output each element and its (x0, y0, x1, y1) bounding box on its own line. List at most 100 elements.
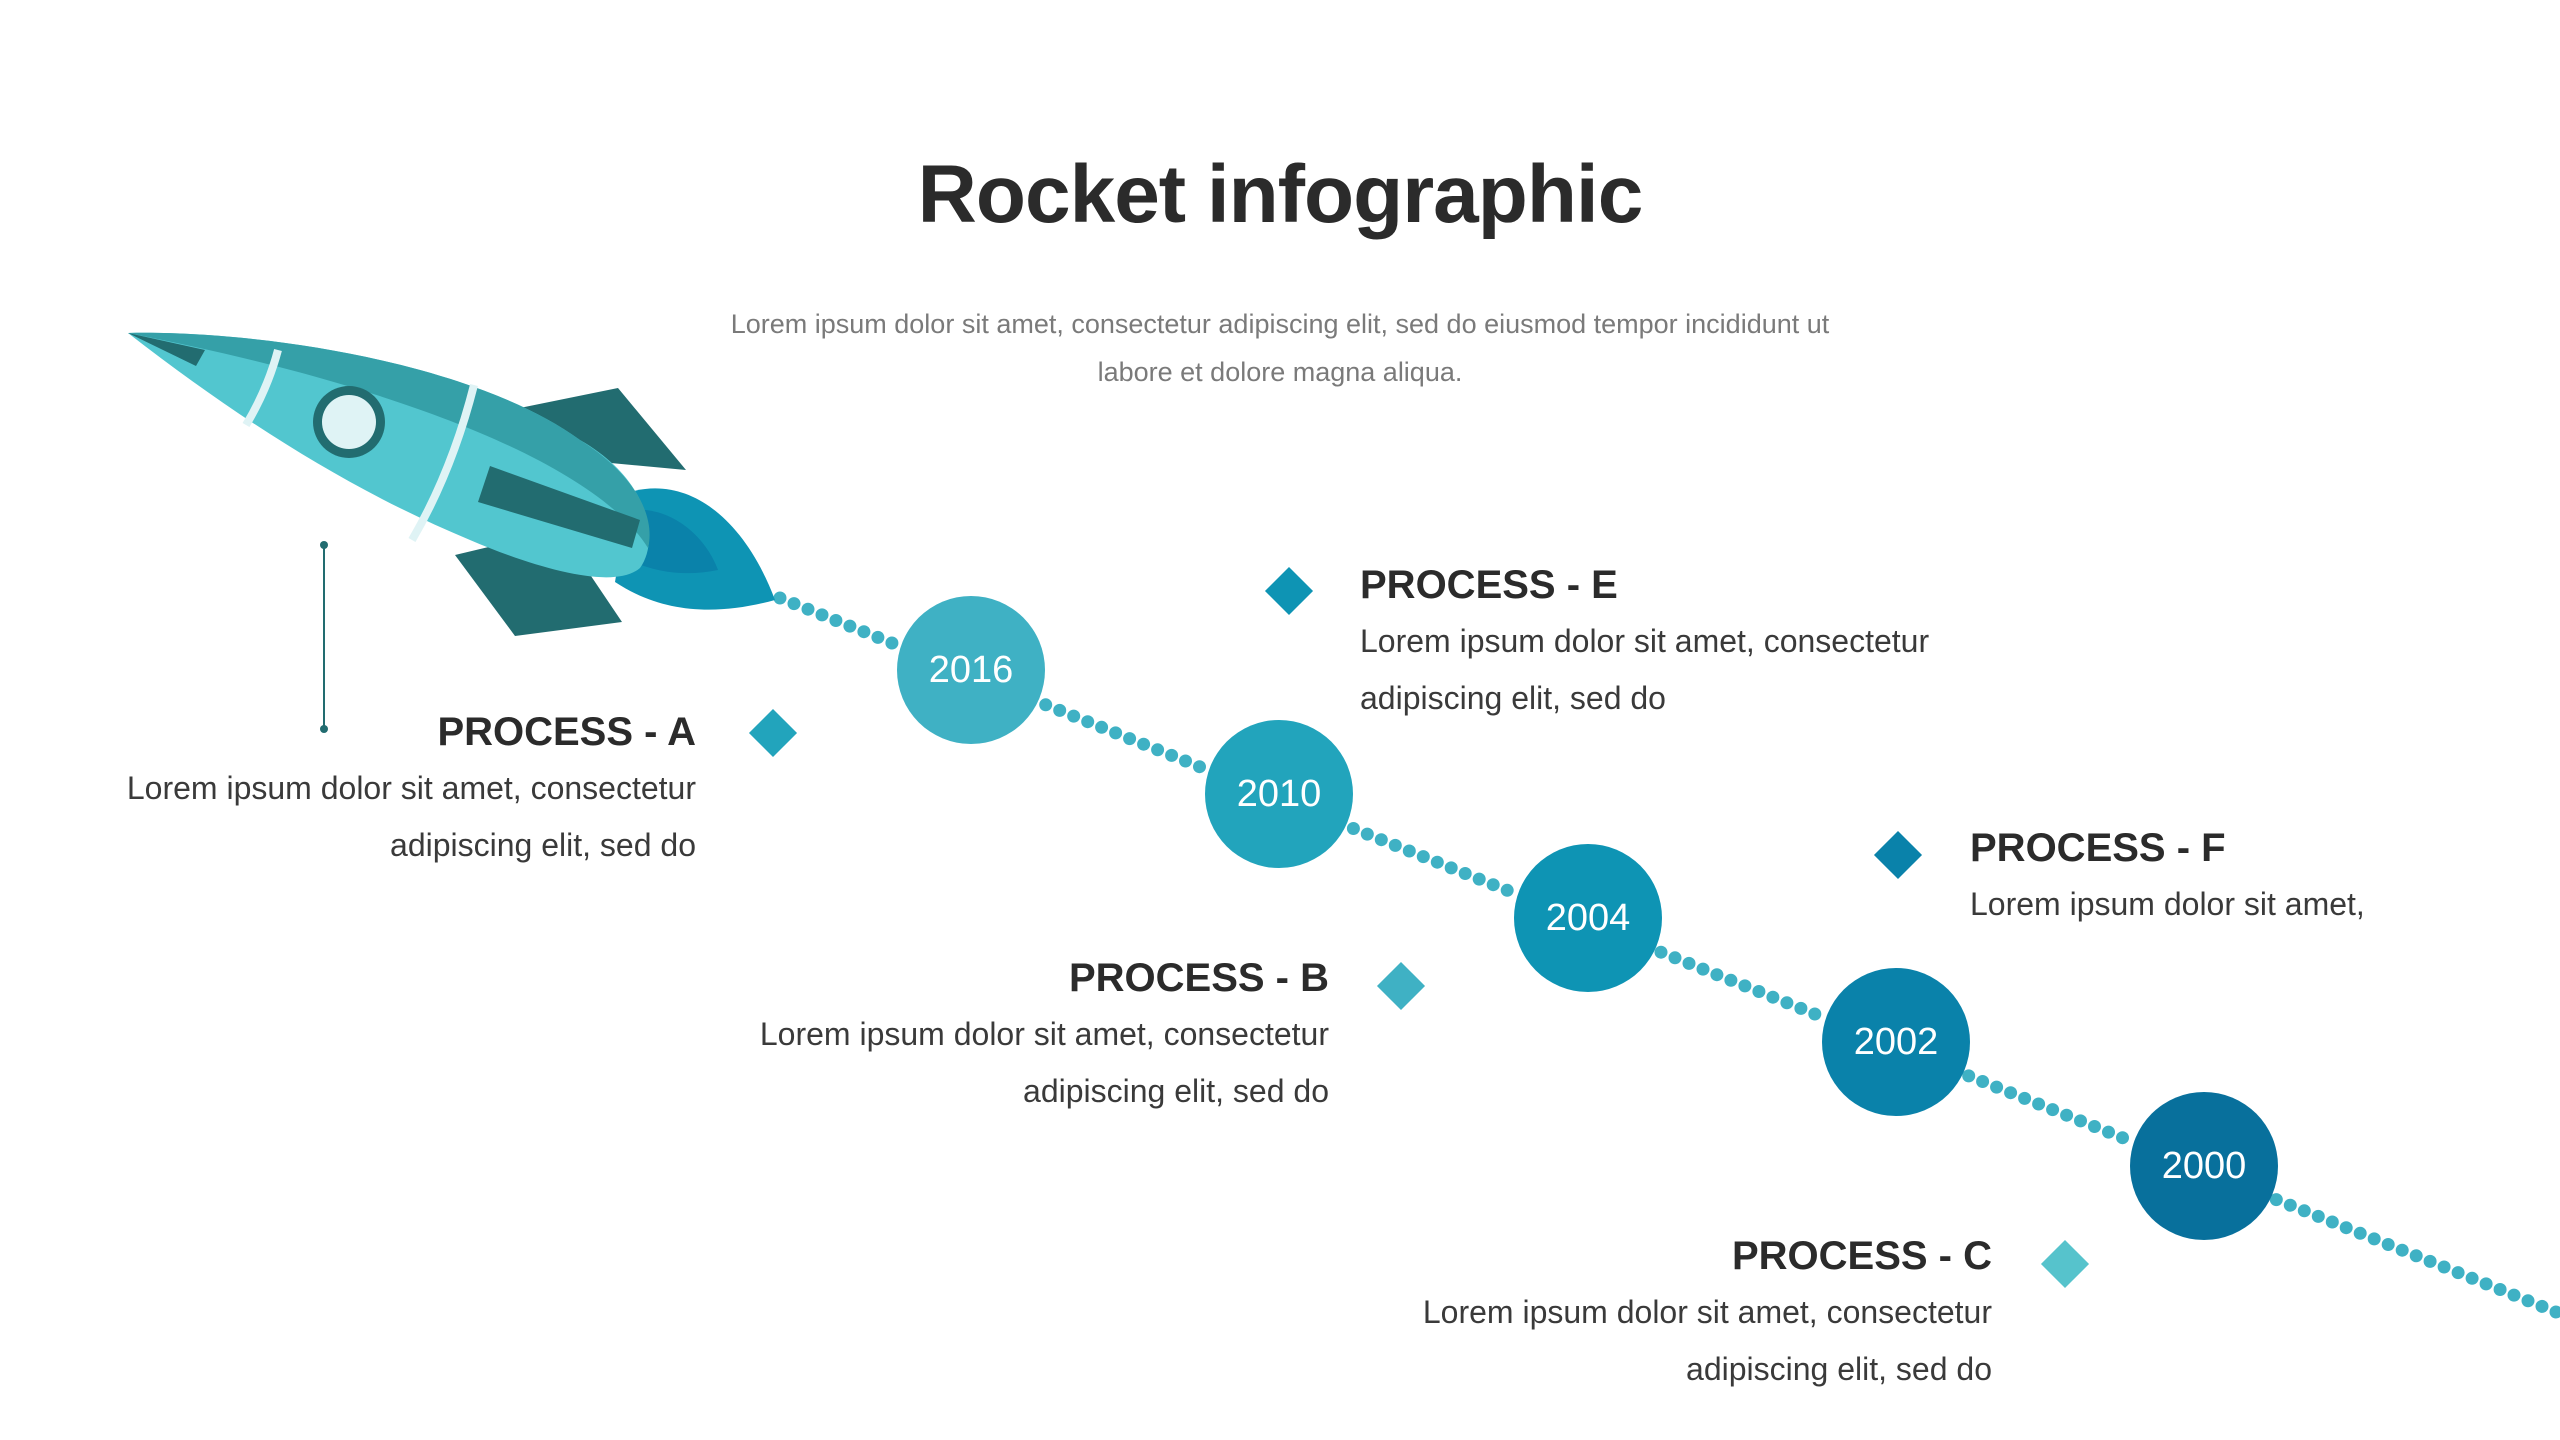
path-dot (2060, 1108, 2074, 1122)
path-dot (1654, 945, 1668, 959)
path-dot (2493, 1283, 2507, 1296)
path-dot (1193, 760, 1206, 774)
page-title: Rocket infographic (917, 149, 1644, 240)
milestone-2000: 2000 (2130, 1092, 2278, 1240)
path-dot (1165, 748, 1179, 762)
milestone-year: 2010 (1237, 773, 1322, 815)
path-dot (843, 619, 857, 633)
path-dot (1472, 872, 1486, 886)
process-e-line-2: adipiscing elit, sed do (1360, 680, 1666, 716)
process-e-title: PROCESS - E (1360, 563, 1618, 607)
path-dot (2046, 1103, 2060, 1117)
rocket-window-glass (322, 395, 376, 449)
process-b-title: PROCESS - B (1068, 956, 1329, 1000)
rocket-nose (128, 333, 205, 366)
process-c-line-1: Lorem ipsum dolor sit amet, consectetur (1422, 1294, 1992, 1330)
path-dot (1123, 732, 1137, 746)
path-dot (1360, 827, 1374, 841)
process-c-title: PROCESS - C (1731, 1234, 1992, 1278)
timeline-dotted-path (773, 591, 2560, 1319)
path-dot (801, 602, 815, 616)
path-dot (1137, 737, 1151, 751)
rocket-side-panel (478, 466, 640, 548)
rocket-stripe-front (242, 348, 282, 428)
path-dot (1430, 855, 1444, 869)
path-dot (1151, 743, 1165, 757)
milestone-2010: 2010 (1205, 720, 1353, 868)
path-dot (2297, 1204, 2311, 1218)
path-dot (2409, 1249, 2423, 1263)
path-dot (2395, 1243, 2409, 1257)
path-dot (2437, 1260, 2451, 1274)
path-dot (2074, 1114, 2087, 1128)
milestone-year: 2004 (1546, 897, 1631, 939)
milestone-year: 2002 (1854, 1021, 1939, 1063)
path-dot (1766, 990, 1780, 1004)
rocket-stripe-back (408, 384, 478, 543)
process-a-title: PROCESS - A (437, 710, 696, 754)
path-dot (1752, 985, 1766, 998)
process-f-title: PROCESS - F (1970, 826, 2226, 870)
process-f-diamond-icon (1873, 830, 1923, 880)
rocket-leader-line (320, 541, 328, 733)
path-dot (2116, 1131, 2129, 1145)
path-dot (2032, 1097, 2046, 1111)
process-f: PROCESS - F Lorem ipsum dolor sit amet, (1970, 820, 2530, 933)
process-b-line-2: adipiscing elit, sed do (1023, 1073, 1329, 1109)
path-dot (787, 597, 801, 611)
path-dot (2367, 1232, 2381, 1246)
path-dot (2423, 1254, 2437, 1268)
path-dot (885, 636, 899, 650)
path-dot (1738, 979, 1752, 993)
path-dot (1976, 1075, 1990, 1088)
process-a: PROCESS - A Lorem ipsum dolor sit amet, … (0, 704, 696, 874)
process-a-diamond-icon (748, 708, 798, 758)
path-dot (1962, 1069, 1976, 1083)
path-dot (2102, 1125, 2115, 1139)
process-a-line-2: adipiscing elit, sed do (390, 827, 696, 863)
path-dot (2507, 1288, 2521, 1302)
process-c-line-2: adipiscing elit, sed do (1686, 1351, 1992, 1387)
rocket-icon (128, 332, 775, 636)
path-dot (1710, 968, 1724, 982)
subtitle-line-2: labore et dolore magna aliqua. (1097, 357, 1463, 387)
path-dot (1458, 867, 1472, 880)
process-c: PROCESS - C Lorem ipsum dolor sit amet, … (1092, 1228, 1992, 1398)
path-dot (1067, 709, 1081, 723)
path-dot (1081, 715, 1095, 729)
path-dot (1109, 726, 1123, 740)
path-dot (2465, 1271, 2479, 1285)
path-dot (2018, 1091, 2032, 1105)
process-c-diamond-icon (2040, 1239, 2090, 1289)
path-dot (1682, 956, 1696, 970)
path-dot (857, 625, 871, 639)
path-dot (1500, 883, 1514, 897)
process-b-line-1: Lorem ipsum dolor sit amet, consectetur (759, 1016, 1329, 1052)
rocket-body-shade (128, 332, 650, 548)
page-subtitle: Lorem ipsum dolor sit amet, consectetur … (680, 300, 1880, 396)
path-dot (2269, 1193, 2283, 1207)
path-dot (1990, 1080, 2004, 1094)
path-dot (815, 608, 829, 622)
path-dot (2451, 1266, 2465, 1280)
path-dot (1053, 703, 1067, 717)
path-dot (2521, 1294, 2535, 1308)
path-dot (829, 614, 843, 627)
path-dot (1668, 951, 1682, 965)
path-dot (1808, 1007, 1822, 1021)
path-dot (1039, 698, 1053, 712)
path-dot (2325, 1215, 2339, 1229)
process-e-diamond-icon (1264, 566, 1314, 616)
path-dot (1780, 996, 1794, 1010)
path-dot (1444, 861, 1458, 875)
path-dot (1374, 833, 1388, 847)
path-dot (2381, 1238, 2395, 1251)
process-a-line-1: Lorem ipsum dolor sit amet, consectetur (126, 770, 696, 806)
path-dot (1696, 962, 1710, 976)
path-dot (871, 630, 885, 644)
path-dot (1095, 720, 1109, 734)
path-dot (2283, 1198, 2297, 1212)
path-dot (2353, 1226, 2367, 1240)
path-dot (2535, 1299, 2549, 1313)
path-dot (773, 591, 787, 605)
